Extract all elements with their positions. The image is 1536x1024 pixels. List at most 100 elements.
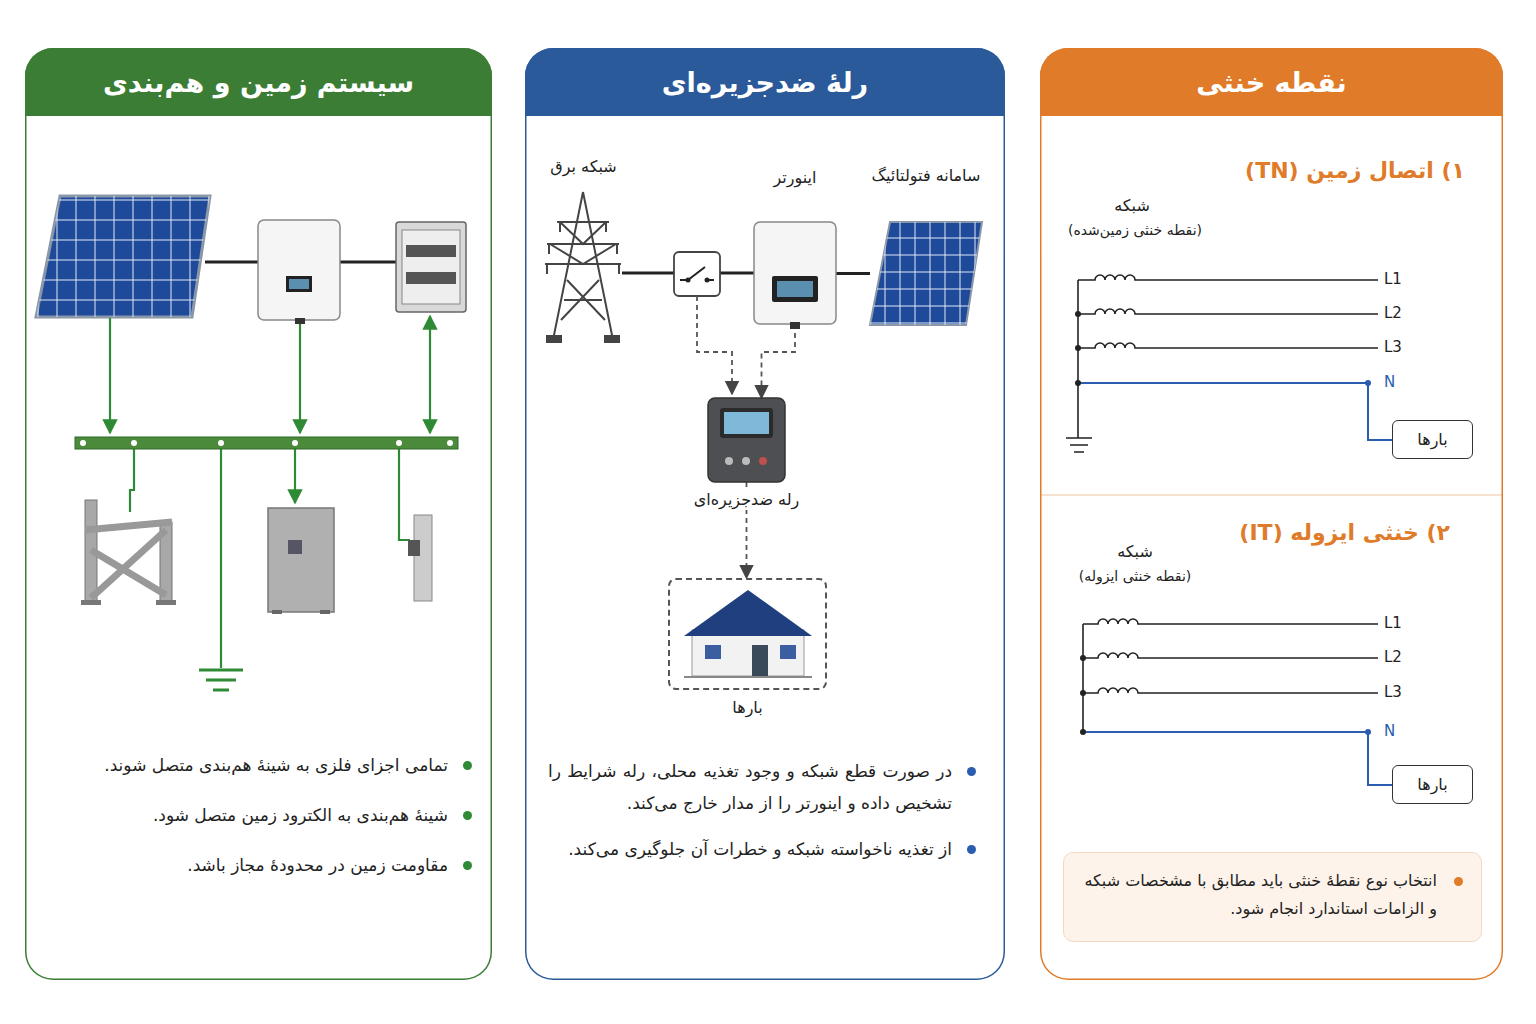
- house-icon: [684, 676, 812, 678]
- bullet-dot: [1454, 877, 1463, 886]
- relay-icon: [742, 457, 750, 465]
- pv-array-icon: [870, 222, 982, 325]
- bullet-dot: [967, 767, 976, 776]
- bullet-text: تمامی اجزای فلزی به شینهٔ هم‌بندی متصل ش…: [38, 750, 476, 780]
- inverter-unit: [286, 276, 312, 292]
- tn-dots: [1075, 311, 1081, 317]
- section-heading: ۱) اتصال زمین (TN): [1215, 158, 1465, 183]
- it-dots: [1080, 690, 1086, 696]
- bonding-conductors: [429, 316, 431, 433]
- switch-symbol: [674, 252, 720, 296]
- switch-symbol: [686, 278, 691, 283]
- combiner-box: [406, 272, 456, 284]
- phase-label: L1: [1384, 270, 1420, 288]
- panel: سیستم زمین و هم‌بندی: [25, 48, 492, 980]
- part-label: بارها: [732, 698, 762, 717]
- relay-icon: [720, 408, 773, 438]
- phase-label: L2: [1384, 304, 1420, 322]
- source-label: شبکه: [1082, 196, 1182, 215]
- phase-label: L3: [1384, 338, 1420, 356]
- part-label: اینورتر: [774, 168, 817, 187]
- switch-symbol: [674, 252, 720, 296]
- bonding-busbar: [447, 440, 453, 446]
- box-label: بارها: [1417, 775, 1447, 794]
- it-wiring: [1083, 732, 1392, 785]
- inverter-icon: [772, 276, 818, 302]
- tn-wiring: [1077, 280, 1079, 438]
- bonding-busbar: [80, 440, 86, 446]
- tn-wiring: [1066, 275, 1392, 452]
- solar-panel: [36, 196, 210, 317]
- bonding-busbar: [396, 440, 402, 446]
- combiner-box: [402, 230, 460, 304]
- panel-heading: سیستم زمین و هم‌بندی: [25, 48, 492, 116]
- solar-panel: [36, 196, 210, 317]
- inverter-unit: [258, 220, 340, 324]
- tn-dots: [1365, 380, 1371, 386]
- it-dots: [1080, 729, 1086, 735]
- metal-cabinet: [272, 610, 282, 614]
- inverter-icon: [754, 222, 836, 329]
- transmission-tower: [561, 280, 605, 320]
- tn-wiring: [1078, 343, 1378, 348]
- relay-device: رله ضدجزیره‌ای: [708, 398, 785, 482]
- part-label: سامانه فتولتائیگ: [872, 166, 981, 185]
- tn-wiring: [1078, 275, 1378, 280]
- neutral-label: N: [1384, 373, 1420, 391]
- phase-label: L1: [1384, 614, 1420, 632]
- mounting-structure: [81, 600, 101, 605]
- dc-cable: [836, 272, 870, 275]
- bullet-text: مقاومت زمین در محدودهٔ مجاز باشد.: [38, 850, 476, 880]
- bonding-conductors: [294, 449, 296, 503]
- neutral-label: N: [1384, 722, 1420, 740]
- bullet-dot: [463, 761, 472, 770]
- bonding-conductors: [109, 318, 111, 433]
- bonding-busbar: [131, 440, 137, 446]
- loads-box: بارها: [1392, 765, 1473, 804]
- switch-symbol: [680, 267, 714, 280]
- transmission-tower: [547, 336, 561, 342]
- inverter-icon: [777, 281, 813, 297]
- transmission-tower: [545, 222, 621, 264]
- part-label: شبکه برق: [550, 157, 616, 176]
- signal-line: [762, 324, 796, 398]
- tn-dots: [1075, 311, 1371, 386]
- house-icon: [752, 645, 768, 676]
- note-text: انتخاب نوع نقطهٔ خنثی باید مطابق با مشخص…: [1084, 871, 1437, 918]
- house-icon: [780, 645, 796, 659]
- house-icon: [684, 590, 812, 636]
- monitor-wire: [697, 296, 732, 394]
- section-divider: [1041, 494, 1502, 496]
- relay-icon: [725, 457, 733, 465]
- transmission-tower: [547, 222, 619, 274]
- mounting-structure: [81, 500, 176, 605]
- tn-dots: [1075, 345, 1081, 351]
- bonding-conductors: [299, 324, 301, 433]
- transmission-tower: [605, 336, 619, 342]
- bonding-conductors: [110, 316, 430, 690]
- inverter-unit: [258, 220, 340, 320]
- mounting-structure: [156, 600, 176, 605]
- phase-label: L2: [1384, 648, 1420, 666]
- tn-wiring: [1078, 383, 1392, 440]
- switch-symbol: [705, 278, 710, 283]
- metal-cabinet: [268, 508, 334, 614]
- section-heading: ۲) خنثی ایزوله (IT): [1200, 520, 1450, 545]
- meter-post: [408, 515, 432, 601]
- tn-dots: [1075, 380, 1081, 386]
- relay-icon: [708, 398, 785, 482]
- tn-wiring: [1066, 438, 1092, 452]
- box-label: بارها: [1417, 430, 1447, 449]
- it-wiring: [1083, 653, 1378, 658]
- inverter-icon: [790, 322, 800, 329]
- source-label: شبکه: [1085, 542, 1185, 561]
- it-wiring: [1083, 688, 1378, 693]
- source-note: (نقطه خنثی زمین‌شده): [1040, 222, 1230, 238]
- bonding-busbar: [75, 437, 458, 449]
- combiner-box: [396, 222, 466, 312]
- bullet-text: در صورت قطع شبکه و وجود تغذیه محلی، رله …: [548, 755, 980, 819]
- pv-array-icon: [870, 222, 982, 325]
- bullet-text: از تغذیه ناخواسته شبکه و خطرات آن جلوگیر…: [548, 833, 980, 865]
- relay-icon: [759, 457, 767, 465]
- it-dots: [1365, 729, 1371, 735]
